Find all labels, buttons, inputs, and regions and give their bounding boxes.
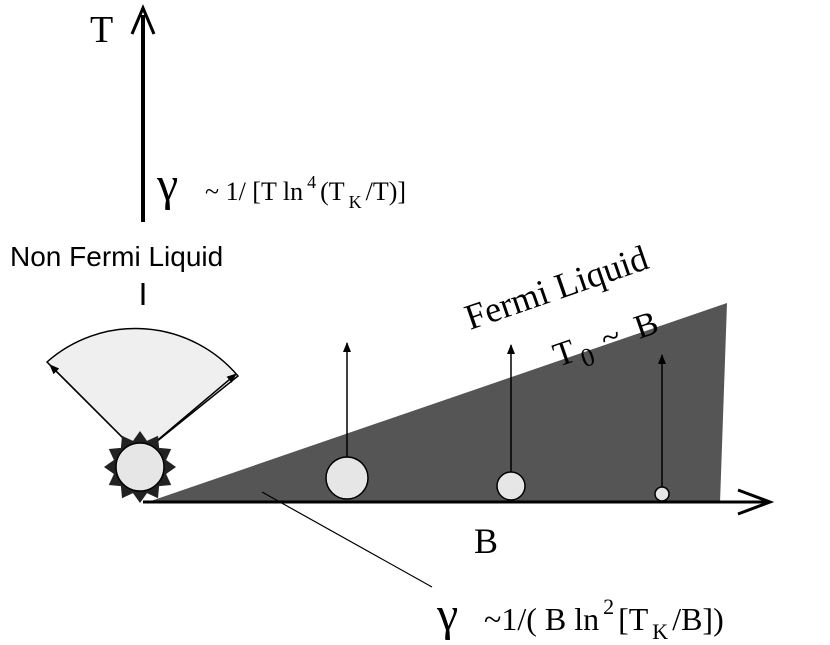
fl-formula-part-a: ~1/( B ln <box>484 601 599 637</box>
nfl-formula-part-c: /T)] <box>366 177 406 206</box>
impurity-circle <box>115 442 165 492</box>
b-axis-arrowhead <box>737 488 775 516</box>
impurity-circle-large <box>325 456 369 500</box>
fl-formula-part-c: /B]) <box>672 601 724 637</box>
t-axis-label: T <box>90 9 113 51</box>
fl-formula-part-b: [T <box>618 601 649 637</box>
b-axis-label: B <box>474 521 498 561</box>
nfl-label: Non Fermi Liquid <box>10 241 223 272</box>
fl-gamma-formula: γ ~1/( B ln 2 [T K /B]) <box>436 588 724 644</box>
fl-formula-sub: K <box>652 619 668 644</box>
nfl-fan <box>45 327 240 457</box>
nfl-formula-sup: 4 <box>307 172 316 192</box>
nfl-gamma-symbol: γ <box>156 158 178 211</box>
nfl-gamma-formula: γ ~ 1/ [T ln 4 (T K /T)] <box>156 158 406 212</box>
impurity-circle-medium <box>496 471 526 501</box>
t-axis-arrowhead <box>130 4 156 35</box>
fl-gamma-symbol: γ <box>436 588 458 641</box>
fl-formula-sup: 2 <box>603 594 614 619</box>
impurity-circle-small <box>654 486 670 502</box>
nfl-formula-sub: K <box>349 192 362 212</box>
fl-gamma-leader-line <box>261 491 433 588</box>
nfl-formula-part-b: (T <box>320 177 345 206</box>
fermi-liquid-region <box>145 303 727 503</box>
nfl-formula-part-a: ~ 1/ [T ln <box>205 177 303 206</box>
